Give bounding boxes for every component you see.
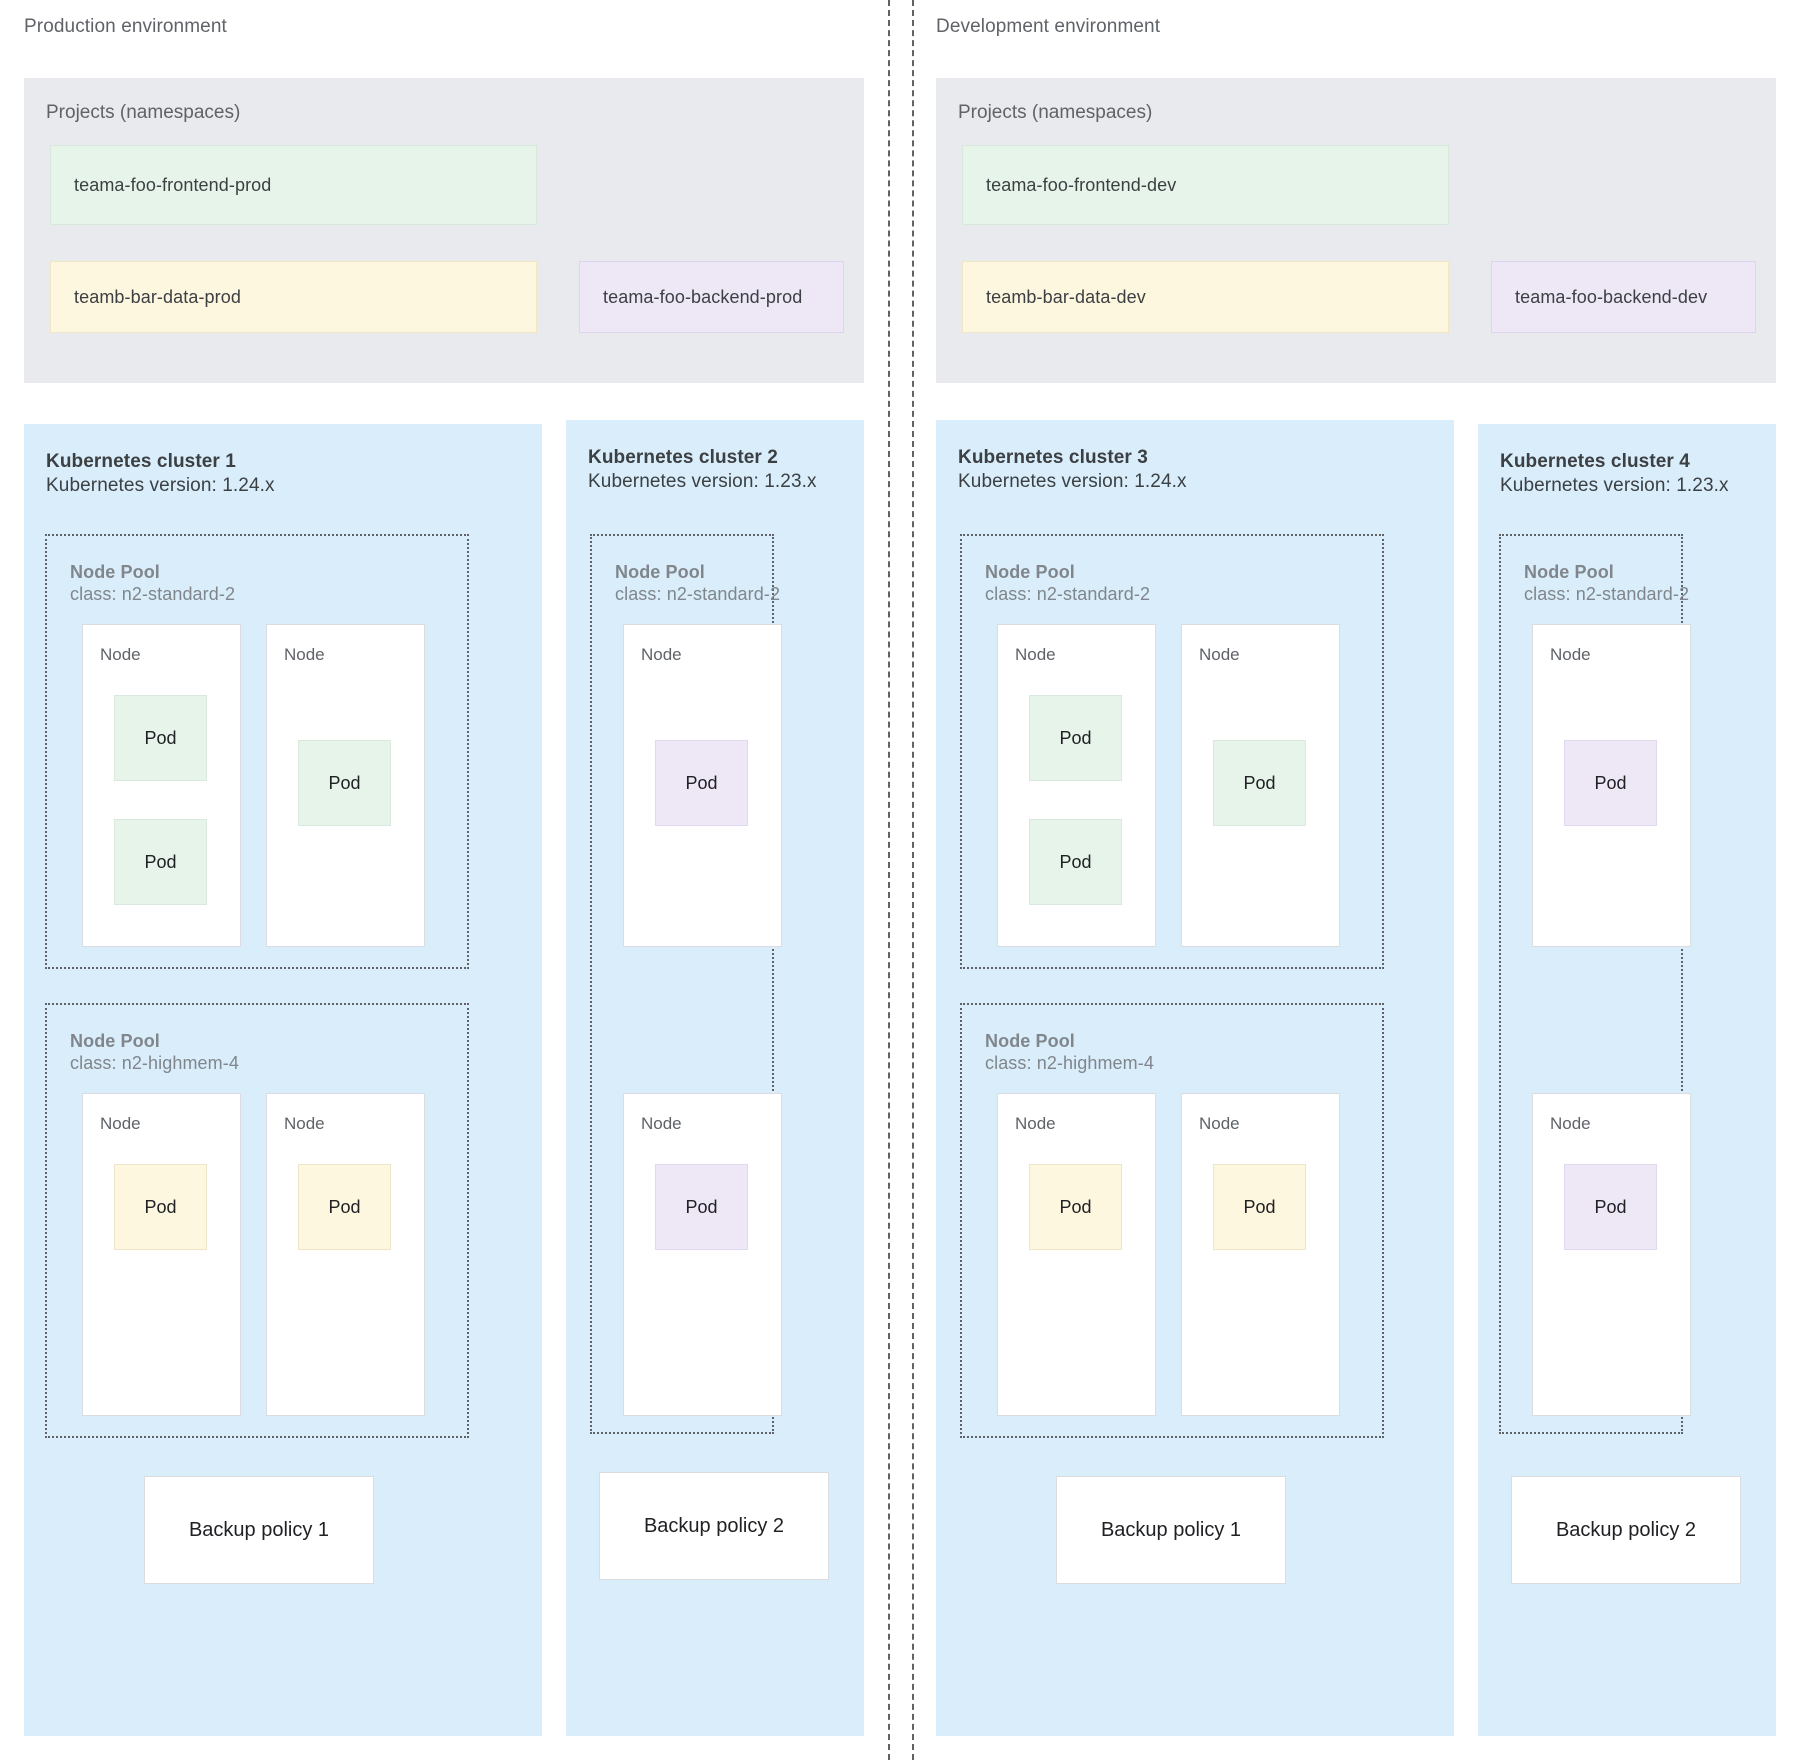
node-label: Node <box>100 645 141 664</box>
node[interactable]: Node Pod Pod <box>997 624 1156 947</box>
node-label: Node <box>1199 645 1240 664</box>
namespace-card[interactable]: teama-foo-frontend-dev <box>962 145 1449 225</box>
node-pool-class: class: n2-highmem-4 <box>70 1053 239 1073</box>
cluster-version: Kubernetes version: 1.23.x <box>1500 475 1729 496</box>
node-pool-class: class: n2-standard-2 <box>615 584 781 604</box>
namespace-card[interactable]: teama-foo-frontend-prod <box>50 145 537 225</box>
environment-development: Development environment Projects (namesp… <box>912 0 1800 1760</box>
environment-divider-line <box>912 0 914 1760</box>
node-label: Node <box>284 1114 325 1133</box>
node-label: Node <box>284 645 325 664</box>
node-label: Node <box>1199 1114 1240 1133</box>
node-pool[interactable]: Node Pool class: n2-standard-2 Node Pod … <box>45 534 469 969</box>
node-label: Node <box>641 1114 682 1133</box>
node[interactable]: Node Pod <box>1532 1093 1691 1416</box>
node[interactable]: Node Pod <box>266 1093 425 1416</box>
node-pool-title: Node Pool <box>985 1031 1075 1051</box>
node-pool-class: class: n2-standard-2 <box>1524 584 1690 604</box>
node-label: Node <box>1550 1114 1591 1133</box>
node-pool[interactable]: Node Pool class: n2-highmem-4 Node Pod N… <box>960 1003 1384 1438</box>
pod[interactable]: Pod <box>114 819 207 905</box>
environment-title: Development environment <box>936 16 1161 37</box>
node[interactable]: Node Pod <box>997 1093 1156 1416</box>
backup-policy[interactable]: Backup policy 1 <box>144 1476 374 1584</box>
node-pool-title: Node Pool <box>70 562 160 582</box>
pod[interactable]: Pod <box>655 1164 748 1250</box>
node[interactable]: Node Pod <box>82 1093 241 1416</box>
environment-title: Production environment <box>24 16 227 37</box>
cluster-version: Kubernetes version: 1.24.x <box>46 475 275 496</box>
environment-production: Production environment Projects (namespa… <box>0 0 888 1760</box>
backup-policy[interactable]: Backup policy 2 <box>599 1472 829 1580</box>
backup-policy[interactable]: Backup policy 2 <box>1511 1476 1741 1584</box>
node[interactable]: Node Pod Pod <box>82 624 241 947</box>
namespace-card[interactable]: teamb-bar-data-dev <box>962 261 1449 333</box>
node-pool-title: Node Pool <box>615 562 705 582</box>
cluster-panel-1[interactable]: Kubernetes cluster 1 Kubernetes version:… <box>24 424 542 1736</box>
node-pool[interactable]: Node Pool class: n2-standard-2 Node Pod … <box>1499 534 1691 1434</box>
node-label: Node <box>100 1114 141 1133</box>
pod[interactable]: Pod <box>1029 819 1122 905</box>
namespace-card[interactable]: teama-foo-backend-dev <box>1491 261 1756 333</box>
node-pool[interactable]: Node Pool class: n2-highmem-4 Node Pod N… <box>45 1003 469 1438</box>
pod[interactable]: Pod <box>1213 1164 1306 1250</box>
node[interactable]: Node Pod <box>266 624 425 947</box>
node-pool-class: class: n2-highmem-4 <box>985 1053 1154 1073</box>
pod[interactable]: Pod <box>1564 740 1657 826</box>
node-label: Node <box>641 645 682 664</box>
node-label: Node <box>1015 645 1056 664</box>
pod[interactable]: Pod <box>1029 695 1122 781</box>
node-pool-title: Node Pool <box>985 562 1075 582</box>
namespace-card[interactable]: teamb-bar-data-prod <box>50 261 537 333</box>
node[interactable]: Node Pod <box>623 624 782 947</box>
node-pool-title: Node Pool <box>1524 562 1614 582</box>
cluster-version: Kubernetes version: 1.24.x <box>958 471 1187 492</box>
cluster-name: Kubernetes cluster 3 <box>958 447 1148 468</box>
node[interactable]: Node Pod <box>1181 624 1340 947</box>
environment-divider-line <box>888 0 890 1760</box>
projects-panel-title: Projects (namespaces) <box>46 102 241 123</box>
pod[interactable]: Pod <box>655 740 748 826</box>
pod[interactable]: Pod <box>114 695 207 781</box>
pod[interactable]: Pod <box>1213 740 1306 826</box>
projects-panel-title: Projects (namespaces) <box>958 102 1153 123</box>
node[interactable]: Node Pod <box>1181 1093 1340 1416</box>
cluster-version: Kubernetes version: 1.23.x <box>588 471 817 492</box>
node-pool-class: class: n2-standard-2 <box>985 584 1151 604</box>
node-pool[interactable]: Node Pool class: n2-standard-2 Node Pod … <box>590 534 782 1434</box>
pod[interactable]: Pod <box>1564 1164 1657 1250</box>
projects-panel-production: Projects (namespaces) teama-foo-frontend… <box>24 78 864 383</box>
cluster-panel-4[interactable]: Kubernetes cluster 4 Kubernetes version:… <box>1478 424 1776 1736</box>
cluster-panel-3[interactable]: Kubernetes cluster 3 Kubernetes version:… <box>936 420 1454 1736</box>
node-label: Node <box>1015 1114 1056 1133</box>
pod[interactable]: Pod <box>1029 1164 1122 1250</box>
node[interactable]: Node Pod <box>1532 624 1691 947</box>
pod[interactable]: Pod <box>298 740 391 826</box>
projects-panel-development: Projects (namespaces) teama-foo-frontend… <box>936 78 1776 383</box>
node-pool-title: Node Pool <box>70 1031 160 1051</box>
cluster-name: Kubernetes cluster 4 <box>1500 451 1690 472</box>
pod[interactable]: Pod <box>298 1164 391 1250</box>
node-pool[interactable]: Node Pool class: n2-standard-2 Node Pod … <box>960 534 1384 969</box>
backup-policy[interactable]: Backup policy 1 <box>1056 1476 1286 1584</box>
namespace-card[interactable]: teama-foo-backend-prod <box>579 261 844 333</box>
cluster-panel-2[interactable]: Kubernetes cluster 2 Kubernetes version:… <box>566 420 864 1736</box>
cluster-name: Kubernetes cluster 2 <box>588 447 778 468</box>
node-pool-class: class: n2-standard-2 <box>70 584 236 604</box>
node[interactable]: Node Pod <box>623 1093 782 1416</box>
pod[interactable]: Pod <box>114 1164 207 1250</box>
node-label: Node <box>1550 645 1591 664</box>
cluster-name: Kubernetes cluster 1 <box>46 451 236 472</box>
